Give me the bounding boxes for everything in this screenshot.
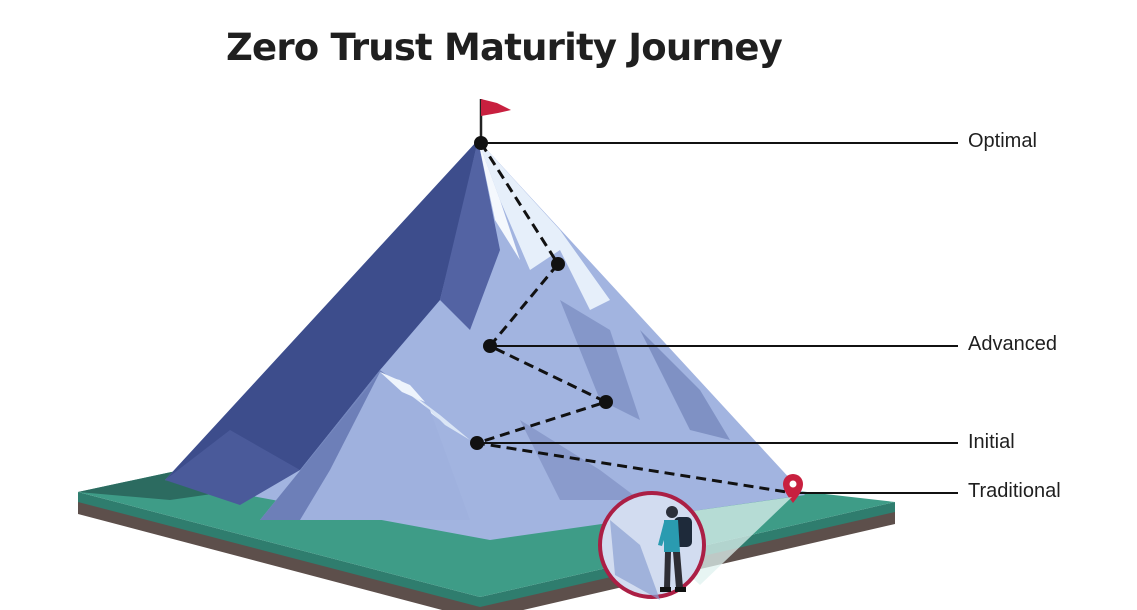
waypoint — [551, 257, 565, 271]
page-title: Zero Trust Maturity Journey — [226, 26, 783, 69]
journey-path — [476, 142, 794, 495]
waypoint — [599, 395, 613, 409]
summit-flag-icon — [479, 99, 511, 143]
mountain — [165, 140, 805, 540]
stage-label-traditional: Traditional — [968, 480, 1061, 502]
stage-label-optimal: Optimal — [968, 130, 1037, 152]
waypoint-initial — [470, 436, 484, 450]
hiker-figure-icon — [598, 491, 706, 600]
stage-label-initial: Initial — [968, 431, 1015, 453]
stage-label-advanced: Advanced — [968, 333, 1057, 355]
waypoint-optimal — [474, 136, 488, 150]
waypoint-advanced — [483, 339, 497, 353]
location-pin-icon — [783, 474, 803, 503]
